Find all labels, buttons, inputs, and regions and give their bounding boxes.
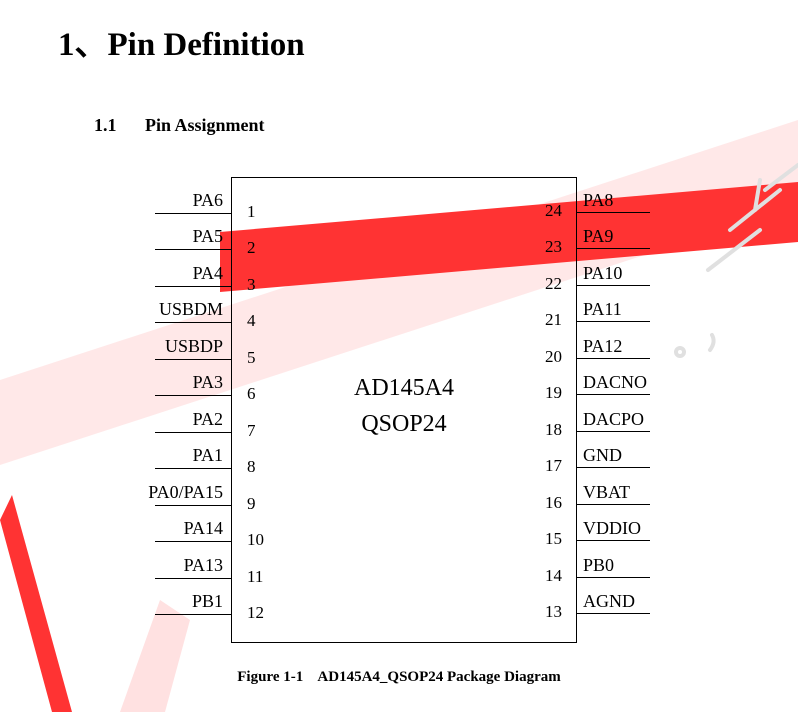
pin-number: 13 (545, 602, 562, 621)
pin-line-left (155, 541, 231, 542)
pin-number: 2 (247, 238, 256, 257)
pin-line-left (155, 212, 231, 214)
pin-label: AGND (583, 591, 635, 611)
pin-label: USBDP (164, 335, 223, 356)
subsection-title: 1.1 Pin Assignment (94, 112, 265, 138)
pin-label: PA2 (192, 408, 223, 429)
pin-line-left (155, 504, 231, 506)
pin-line-left (155, 577, 231, 579)
pin-label: PA3 (192, 372, 223, 392)
pin-number: 17 (545, 456, 562, 475)
pin-line-right (577, 613, 650, 614)
figure-number: Figure 1-1 (237, 669, 304, 685)
pin-number: 6 (247, 384, 256, 403)
pin-line-right (577, 540, 650, 541)
pin-label: PA0/PA15 (148, 481, 223, 502)
pin-line-right (577, 503, 650, 505)
pin-label: PA6 (192, 189, 223, 210)
pin-number: 4 (247, 311, 256, 330)
pin-line-left (155, 614, 231, 615)
pin-number: 24 (545, 200, 562, 220)
pin-label: DACPO (583, 408, 645, 429)
pin-line-right (577, 248, 650, 249)
pin-line-left (155, 322, 231, 323)
figure-title: AD145A4_QSOP24 Package Diagram (317, 669, 561, 685)
section-title: 1、Pin Definition (58, 27, 305, 63)
pin-line-right (577, 284, 650, 286)
pin-number: 22 (545, 273, 562, 293)
pin-number: 12 (247, 603, 264, 622)
pin-number: 20 (545, 346, 562, 366)
pin-line-right (577, 467, 650, 468)
pin-label: PB0 (583, 554, 615, 575)
pin-number: 16 (545, 492, 562, 512)
pin-number: 19 (545, 383, 562, 402)
pin-number: 9 (247, 493, 256, 513)
pin-label: PA8 (583, 189, 614, 210)
pin-line-right (577, 211, 650, 213)
pin-number: 1 (247, 201, 256, 221)
pin-line-left (155, 358, 231, 360)
pin-number: 15 (545, 529, 562, 548)
pin-line-left (155, 395, 231, 396)
pin-line-right (577, 357, 650, 359)
pin-label: GND (583, 445, 622, 465)
pin-label: PA14 (183, 518, 223, 538)
pin-label: VBAT (583, 481, 631, 502)
pin-number: 3 (247, 274, 256, 294)
pin-line-right (577, 576, 650, 578)
pin-number: 18 (545, 419, 562, 439)
pin-line-right (577, 321, 650, 322)
pin-label: VDDIO (583, 518, 641, 538)
pin-line-left (155, 431, 231, 433)
chip-package: QSOP24 (361, 411, 447, 437)
subsection-number: 1.1 (94, 115, 117, 135)
pin-label: PA4 (192, 262, 223, 283)
figure-caption: Figure 1-1 AD145A4_QSOP24 Package Diagra… (0, 667, 798, 687)
pin-label: PA5 (192, 226, 223, 246)
pin-label: PA11 (583, 299, 622, 319)
pin-number: 7 (247, 420, 256, 440)
pin-number: 5 (247, 347, 256, 367)
pin-line-right (577, 394, 650, 395)
pin-line-left (155, 285, 231, 287)
pin-number: 21 (545, 310, 562, 329)
pin-number: 23 (545, 237, 562, 256)
pin-label: USBDM (158, 299, 223, 319)
chip-name: AD145A4 (354, 375, 454, 401)
pin-number: 11 (247, 566, 264, 586)
pin-label: PA12 (583, 335, 623, 356)
pin-line-left (155, 468, 231, 469)
pin-label: PA10 (583, 262, 623, 283)
pin-line-left (155, 249, 231, 250)
pin-label: PB1 (191, 591, 223, 611)
pin-label: DACNO (583, 372, 648, 392)
pin-number: 8 (247, 457, 256, 476)
pin-number: 10 (247, 530, 264, 549)
pin-label: PA13 (183, 554, 223, 575)
pin-number: 14 (545, 565, 562, 585)
subsection-name: Pin Assignment (145, 115, 265, 135)
pin-label: PA9 (583, 226, 614, 246)
pin-label: PA1 (192, 445, 223, 465)
pin-line-right (577, 430, 650, 432)
